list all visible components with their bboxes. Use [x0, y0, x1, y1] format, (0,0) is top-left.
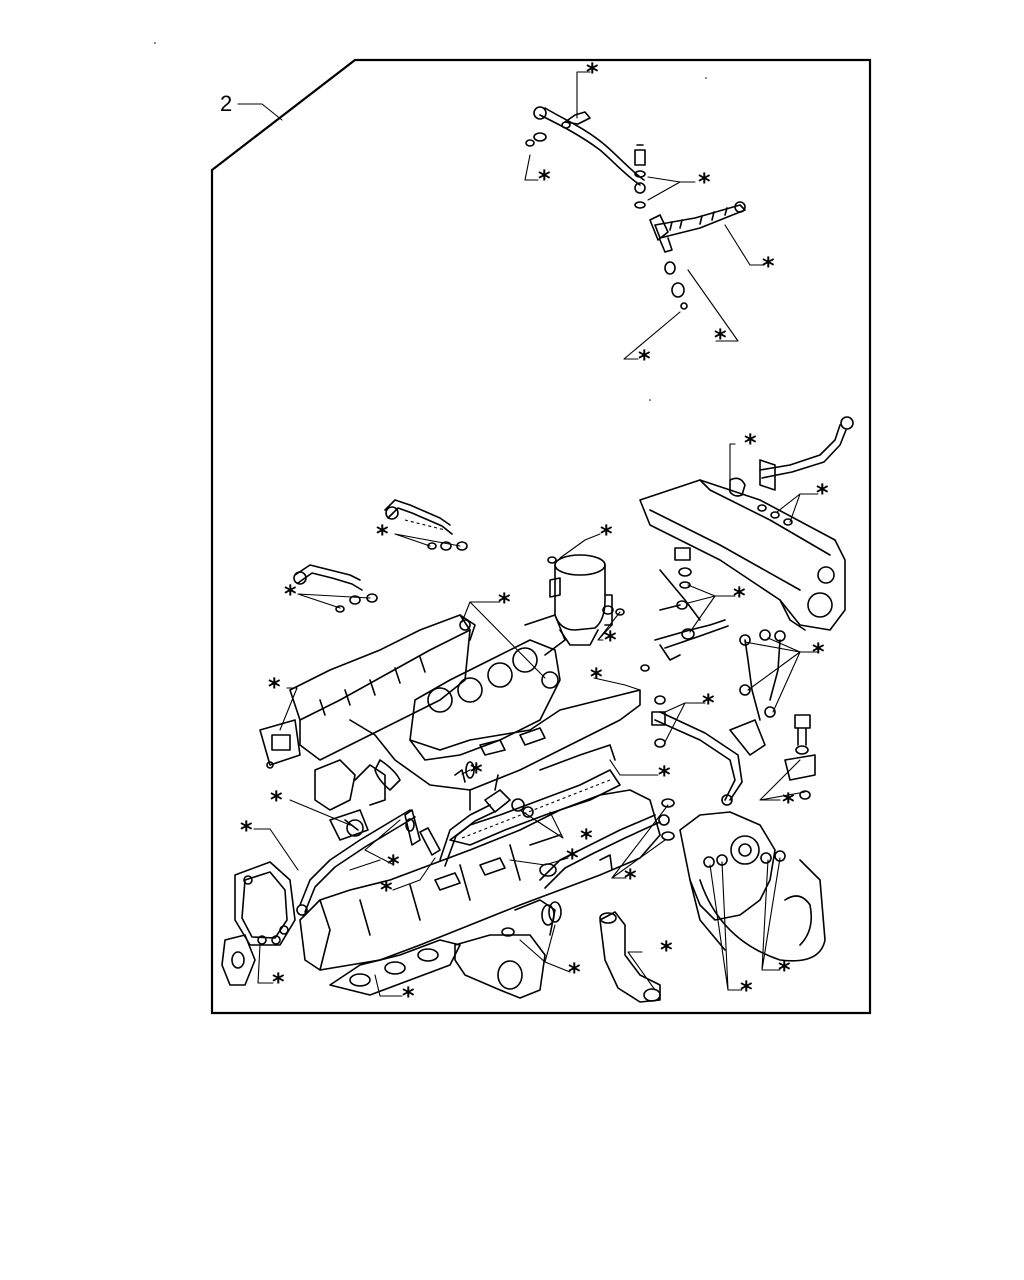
injection-pipe-group: [525, 106, 646, 209]
callout-marker: *: [380, 876, 393, 904]
upper-pipe-left: [384, 499, 468, 551]
callout-marker: *: [270, 786, 283, 814]
callout-marker: *: [714, 324, 727, 352]
callout-marker: *: [816, 479, 829, 507]
lower-pipe-left: [293, 564, 378, 613]
callout-marker: *: [740, 976, 753, 1004]
pump-fittings: [640, 547, 729, 672]
pump-bolt-assembly: [784, 714, 816, 800]
kit-number-label: 2: [220, 91, 232, 116]
fuel-rail: [639, 477, 846, 631]
scan-speck: [154, 42, 156, 44]
callout-marker: *: [658, 761, 671, 789]
callout-marker: *: [586, 58, 599, 86]
callout-marker: *: [284, 580, 297, 608]
callout-marker: *: [272, 968, 285, 996]
turbocharger: [679, 811, 826, 962]
intake-manifold: [259, 614, 476, 769]
callout-marker: *: [387, 850, 400, 878]
head-gasket: [449, 769, 621, 846]
timing-cover: [221, 861, 296, 986]
callout-marker: *: [782, 788, 795, 816]
callout-marker: *: [498, 588, 511, 616]
callout-leaders: [253, 71, 819, 997]
callout-marker: *: [600, 520, 613, 548]
callout-marker: *: [470, 758, 483, 786]
callout-marker: *: [778, 956, 791, 984]
callout-marker: *: [702, 689, 715, 717]
kit-number-leader: [237, 103, 283, 121]
nozzle-holder: [649, 201, 746, 310]
water-hose: [599, 911, 661, 1003]
callout-marker: *: [638, 345, 651, 373]
callout-marker: *: [698, 168, 711, 196]
callout-marker: *: [590, 663, 603, 691]
callout-marker: *: [733, 582, 746, 610]
callout-marker: *: [402, 982, 415, 1010]
callout-marker: *: [762, 252, 775, 280]
engine-block: [299, 789, 661, 971]
oil-pipes-lower: [296, 798, 675, 916]
scan-speck: [649, 399, 651, 401]
water-outlet: [454, 899, 562, 999]
kit-frame: [210, 58, 872, 1015]
leak-off-pipes: [651, 629, 786, 806]
callout-marker: *: [376, 520, 389, 548]
cylinder-head: [349, 689, 641, 811]
callout-marker: *: [538, 165, 551, 193]
callout-marker: *: [566, 844, 579, 872]
callout-marker: *: [624, 864, 637, 892]
exhaust-manifold-gasket: [409, 614, 566, 761]
callout-marker: *: [240, 816, 253, 844]
scan-speck: [705, 77, 707, 79]
callout-marker: *: [604, 626, 617, 654]
asterisk-markers: * * * * * * * * * * * * * * * * * * * * …: [240, 58, 829, 1010]
callout-marker: *: [744, 429, 757, 457]
oil-pan-gasket: [329, 939, 461, 996]
thermostat-housing: [314, 759, 386, 841]
callout-marker: *: [660, 936, 673, 964]
callout-marker: *: [268, 673, 281, 701]
callout-marker: *: [568, 958, 581, 986]
callout-marker: *: [812, 638, 825, 666]
return-pipe-right: [757, 416, 854, 526]
callout-marker: *: [580, 824, 593, 852]
